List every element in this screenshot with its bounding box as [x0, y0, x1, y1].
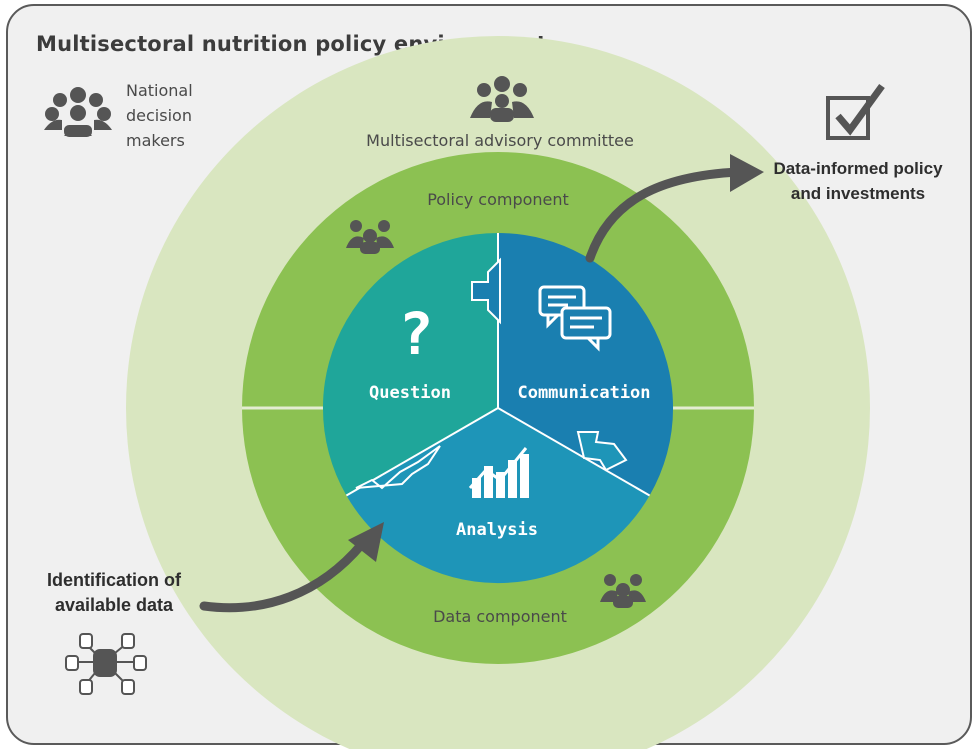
input-line1: Identification of [47, 570, 182, 590]
people-group-icon [44, 87, 112, 137]
bar-chart-icon [468, 447, 529, 498]
output-arrow-head [730, 154, 764, 192]
output-line1: Data-informed policy [773, 159, 943, 178]
output-curved-arrow-icon [585, 167, 743, 263]
cycle-arrow-to-question [471, 257, 501, 325]
decision-makers-line1: National [126, 81, 193, 100]
advisory-committee-label: Multisectoral advisory committee [366, 131, 634, 150]
communication-label: Communication [517, 383, 650, 403]
chat-bubbles-icon [538, 285, 612, 352]
checkbox-check-icon [826, 83, 885, 140]
analysis-label: Analysis [456, 520, 538, 540]
decision-makers-line3: makers [126, 131, 185, 150]
input-line2: available data [55, 595, 174, 615]
data-people-icon [600, 574, 646, 608]
core-circle [322, 232, 674, 584]
question-segment [322, 232, 498, 496]
decision-makers-line2: decision [126, 106, 192, 125]
advisory-people-icon [470, 76, 534, 122]
policy-component-label: Policy component [427, 190, 569, 209]
question-label: Question [369, 383, 451, 403]
cycle-arrow-to-analysis [355, 445, 441, 490]
input-curved-arrow-icon [199, 539, 367, 613]
policy-people-icon [346, 220, 394, 254]
output-line2: and investments [791, 184, 925, 203]
communication-segment [498, 233, 674, 496]
data-component-label: Data component [433, 607, 567, 626]
cycle-arrow-to-communication [576, 431, 628, 472]
question-mark-icon: ? [399, 300, 434, 368]
database-network-icon [65, 633, 147, 695]
input-arrow-head [348, 522, 384, 562]
